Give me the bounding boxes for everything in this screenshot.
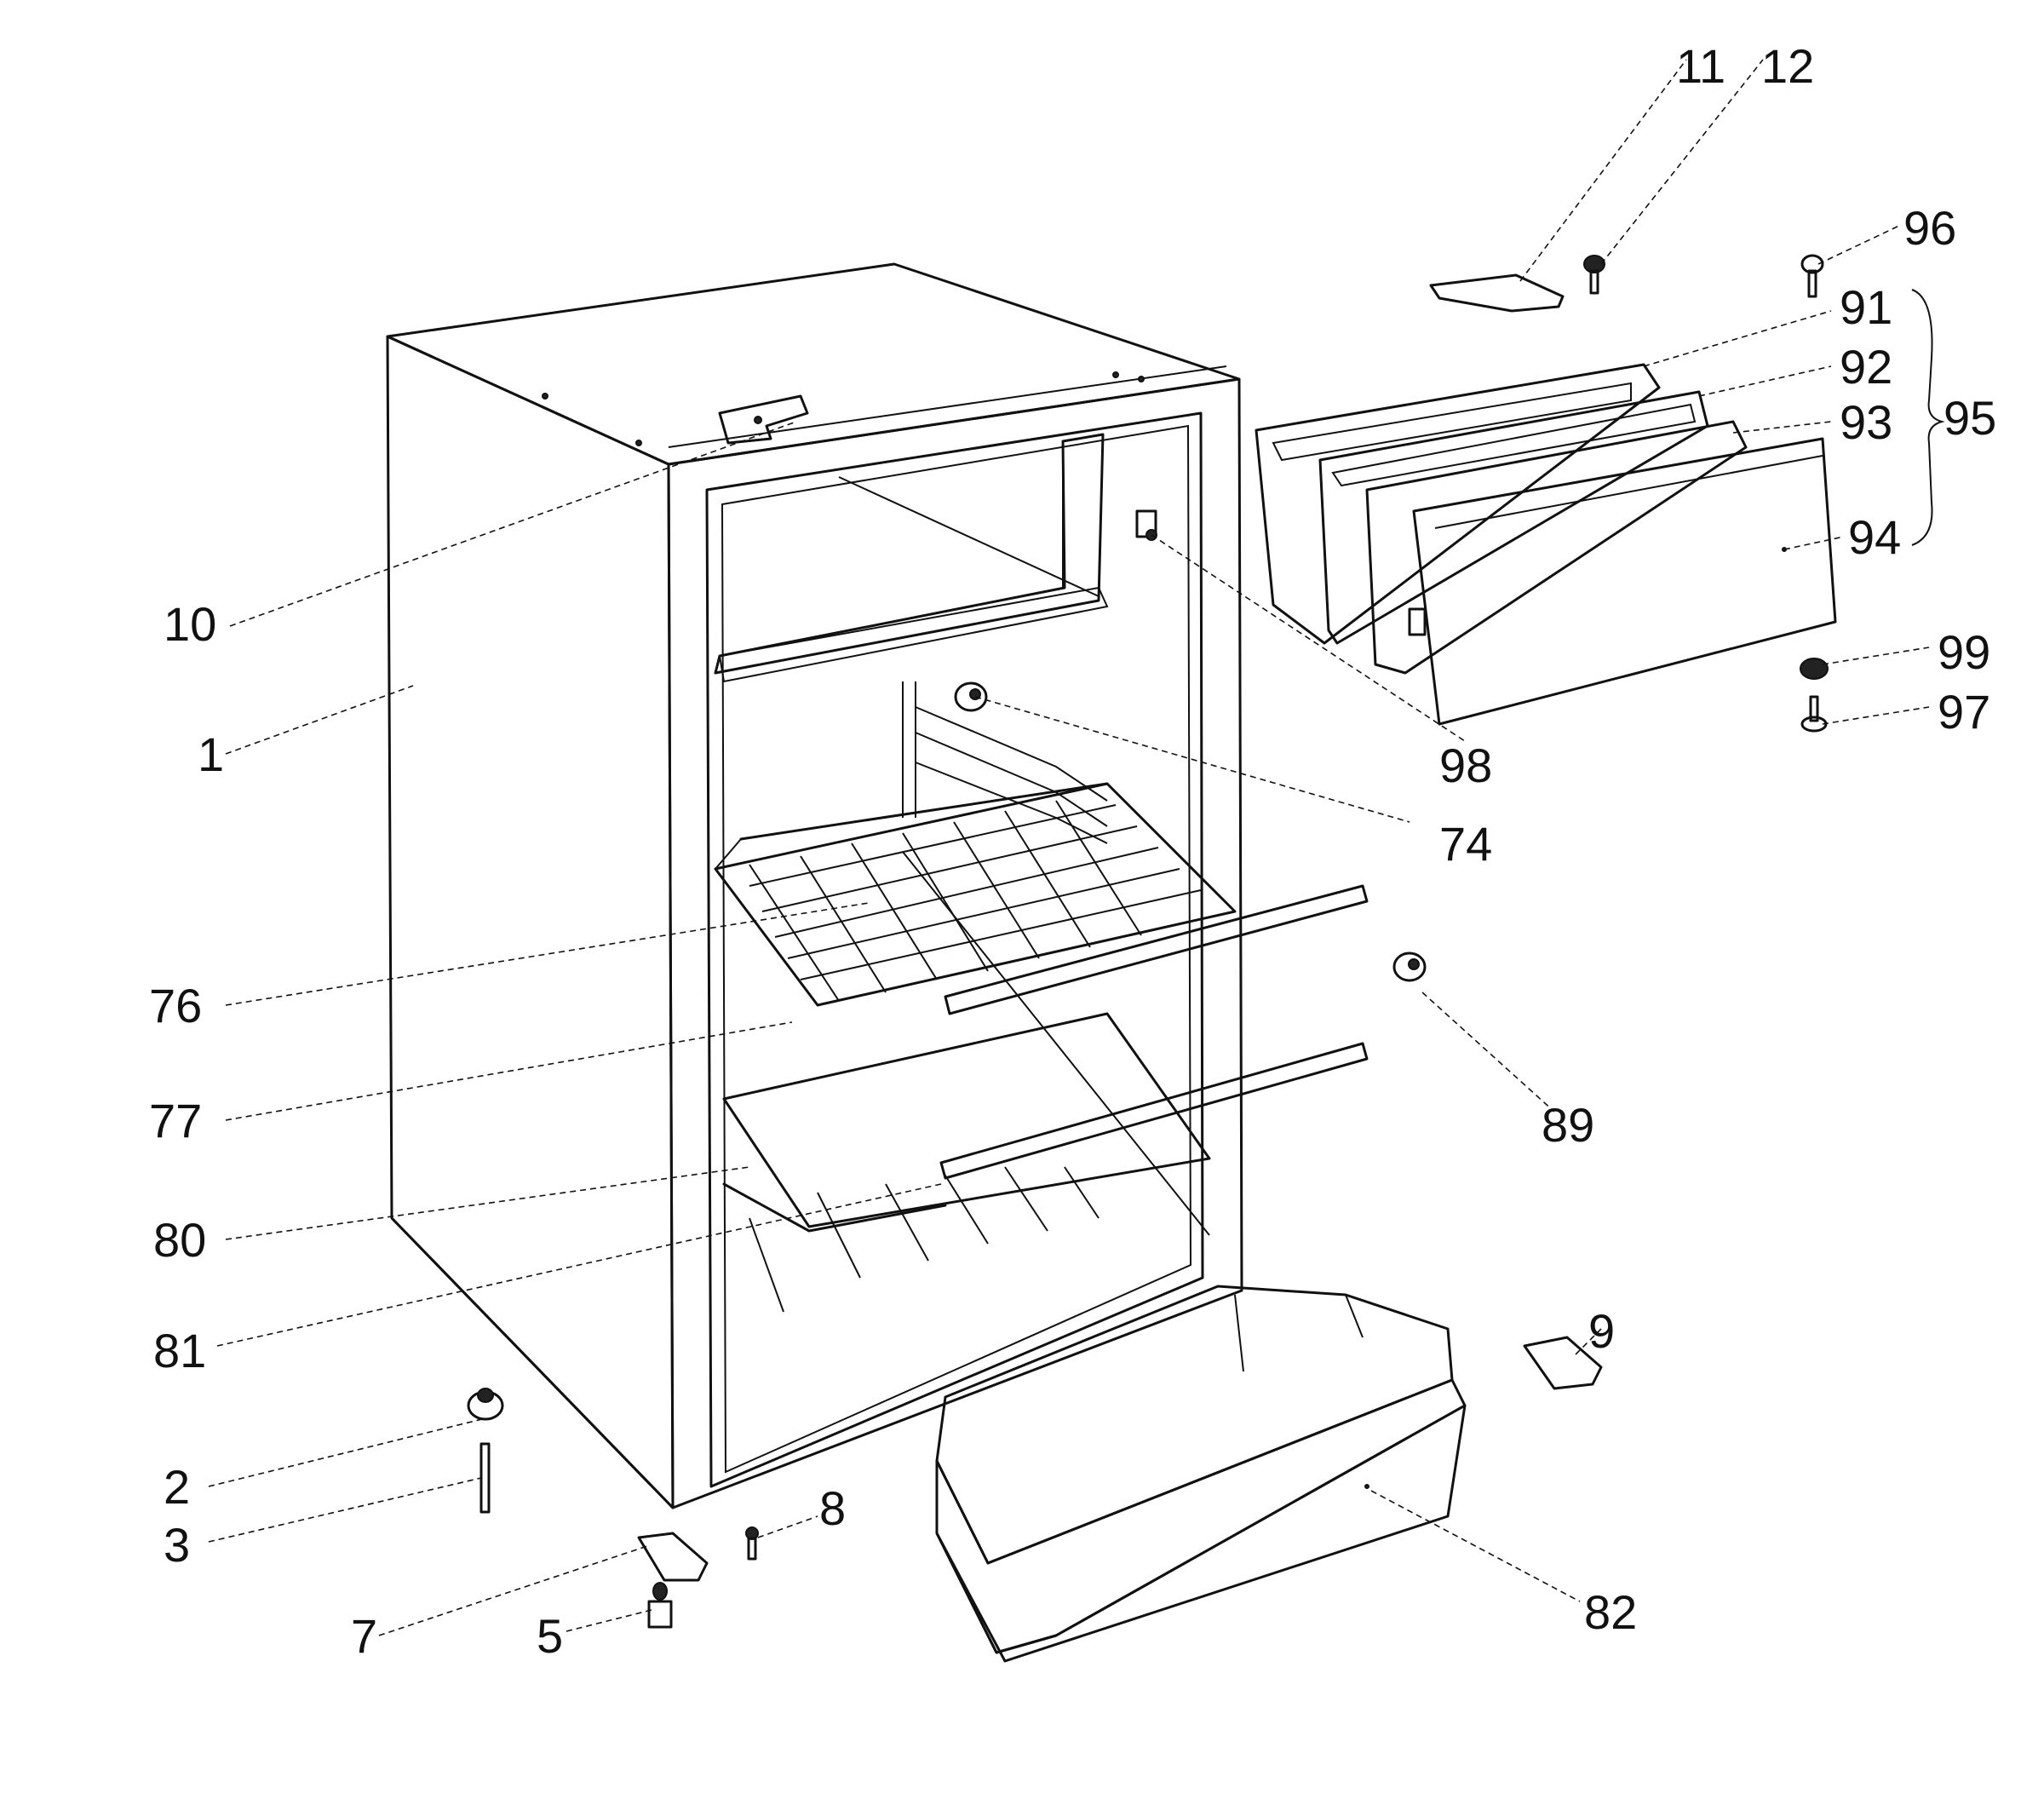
- hinge-plate-11: [1429, 273, 1565, 313]
- label-94: 94: [1848, 510, 1901, 564]
- crisper-cover-81: [722, 1182, 947, 1233]
- door-frame-91: [1255, 363, 1661, 645]
- label-10: 10: [164, 597, 216, 651]
- bushing-12: [1583, 255, 1605, 295]
- label-11: 11: [1676, 39, 1725, 93]
- label-3: 3: [164, 1518, 190, 1572]
- bracket-9: [1523, 1336, 1603, 1390]
- label-7: 7: [351, 1609, 377, 1663]
- door-liner-93: [1365, 420, 1748, 675]
- screw-8: [745, 1526, 759, 1561]
- label-89: 89: [1542, 1098, 1594, 1152]
- foot-2: [467, 1388, 504, 1421]
- label-99: 99: [1938, 625, 1990, 679]
- door-panel-94: [1408, 437, 1837, 726]
- label-91: 91: [1840, 280, 1892, 334]
- door-bin-82: [935, 1285, 1467, 1663]
- group-brace-95: [1911, 289, 1945, 546]
- label-12: 12: [1761, 39, 1814, 93]
- label-98: 98: [1439, 739, 1492, 792]
- label-2: 2: [164, 1460, 190, 1514]
- shelf-trim-77: [944, 884, 1369, 1015]
- part-labels: 10 1 2 3 7 5 8 76 77 80 81 89 9 82 11 12…: [149, 39, 1996, 1663]
- label-1: 1: [198, 727, 224, 781]
- label-95: 95: [1944, 391, 1996, 445]
- knob-74: [954, 681, 988, 712]
- hinge-7: [637, 1532, 709, 1582]
- cabinet-body: [386, 262, 1243, 1509]
- glass-shelf-80: [722, 1012, 1369, 1228]
- label-93: 93: [1840, 395, 1892, 449]
- door-gasket-92: [1318, 390, 1709, 645]
- pin-96: [1800, 254, 1824, 298]
- rod-3: [479, 1442, 491, 1514]
- label-97: 97: [1938, 685, 1990, 739]
- label-9: 9: [1588, 1304, 1615, 1358]
- label-81: 81: [153, 1324, 206, 1377]
- label-96: 96: [1903, 201, 1956, 255]
- leader-lines: [208, 59, 1930, 1636]
- wire-shelf-76: [714, 782, 1237, 1007]
- label-8: 8: [819, 1481, 846, 1535]
- label-76: 76: [149, 979, 202, 1032]
- label-77: 77: [149, 1094, 202, 1147]
- stopper-89: [1392, 951, 1427, 982]
- label-74: 74: [1439, 817, 1492, 871]
- top-hinge-10: [718, 394, 809, 445]
- pin-97: [1800, 695, 1828, 733]
- foot-5: [647, 1582, 673, 1629]
- bushing-99: [1800, 658, 1829, 680]
- label-82: 82: [1584, 1585, 1637, 1639]
- label-92: 92: [1840, 340, 1892, 394]
- label-80: 80: [153, 1213, 206, 1267]
- label-5: 5: [537, 1609, 563, 1663]
